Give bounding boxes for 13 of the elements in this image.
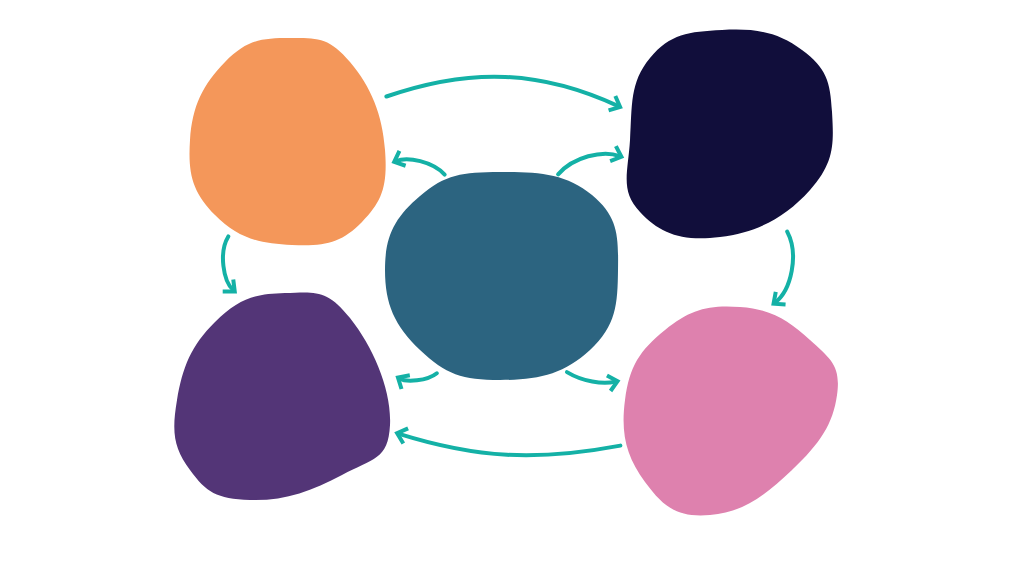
arrow — [221, 234, 237, 294]
blob-shape — [174, 292, 391, 501]
arrow — [384, 74, 623, 113]
arrow — [395, 371, 439, 390]
arrow — [771, 229, 795, 307]
blob-shape — [626, 29, 833, 239]
arrow — [564, 370, 621, 393]
arrow — [556, 145, 625, 177]
blob-shape — [385, 172, 619, 380]
arrow — [394, 426, 623, 458]
blob-shape — [623, 306, 838, 516]
blob-shape — [189, 38, 386, 246]
arrow — [391, 150, 447, 177]
